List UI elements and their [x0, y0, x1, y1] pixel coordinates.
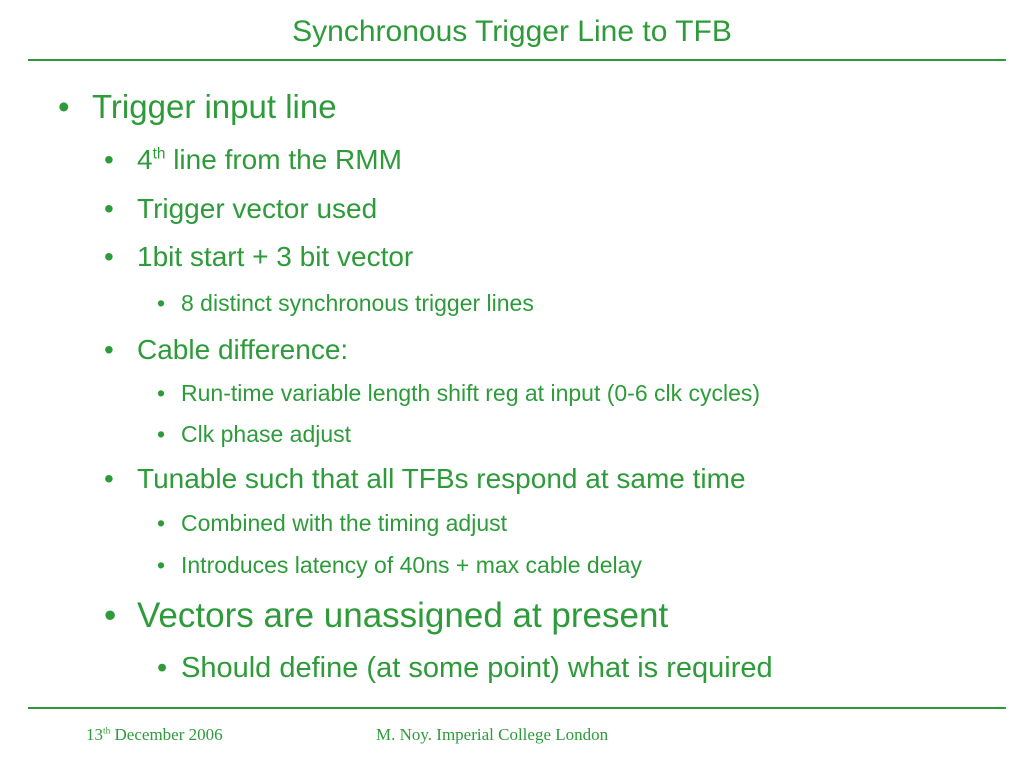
bullet-text: 4th line from the RMM [137, 144, 402, 175]
bullet-icon: • [104, 463, 114, 494]
bullet-icon: • [157, 380, 166, 406]
bullet-icon: • [157, 421, 166, 447]
bullet-icon: • [104, 596, 117, 635]
bullet-icon: • [104, 241, 114, 272]
bullet-text: Tunable such that all TFBs respond at sa… [137, 463, 746, 494]
bullet-text: 1bit start + 3 bit vector [137, 241, 414, 272]
bullet-text: Introduces latency of 40ns + max cable d… [181, 552, 642, 578]
title-divider [28, 59, 1006, 61]
bullet-text: Combined with the timing adjust [181, 510, 507, 536]
slide-title: Synchronous Trigger Line to TFB [292, 15, 732, 48]
bullet-text: Trigger vector used [137, 193, 378, 224]
bullet-text: Run-time variable length shift reg at in… [181, 380, 761, 406]
bullet-icon: • [104, 193, 114, 224]
footer-author: M. Noy. Imperial College London [376, 725, 609, 744]
bullet-text: Vectors are unassigned at present [137, 596, 669, 635]
bullet-icon: • [157, 652, 168, 684]
bullet-icon: • [104, 144, 114, 175]
footer-divider [28, 707, 1006, 709]
bullet-text: 8 distinct synchronous trigger lines [181, 290, 534, 316]
bullet-text: Clk phase adjust [181, 421, 352, 447]
bullet-text: Cable difference: [137, 334, 349, 365]
bullet-text: Trigger input line [92, 88, 337, 125]
bullet-text: Should define (at some point) what is re… [181, 652, 773, 684]
bullet-icon: • [157, 510, 166, 536]
bullet-icon: • [58, 88, 70, 125]
footer-date: 13th December 2006 [86, 725, 223, 744]
bullet-icon: • [157, 552, 166, 578]
bullet-icon: • [104, 334, 114, 365]
bullet-icon: • [157, 290, 166, 316]
